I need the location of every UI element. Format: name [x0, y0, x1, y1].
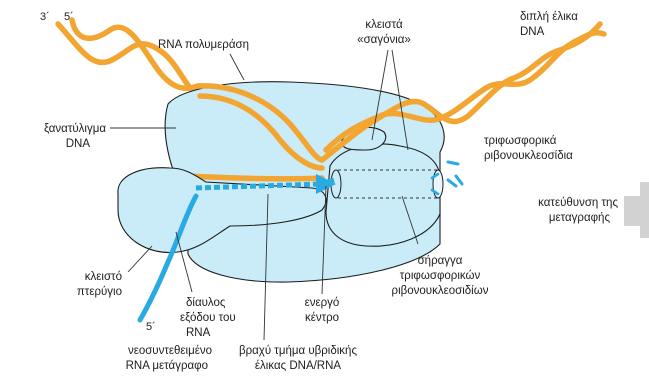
label-closed-flap-1: κλειστό	[85, 271, 122, 283]
label-rna-5prime: 5´	[146, 321, 156, 333]
label-tunnel-1: σήραγγα	[418, 255, 463, 267]
label-closed-jaws-1: κλειστά	[365, 19, 403, 31]
label-double-helix-1: διπλή έλικα	[520, 11, 578, 23]
label-tunnel-3: ριβονουκλεοσιδίων	[392, 285, 489, 297]
label-new-rna-1: νεοσυντεθειμένο	[128, 345, 212, 357]
label-closed-flap-2: πτερύγιο	[77, 286, 122, 298]
label-double-helix-2: DNA	[520, 26, 545, 38]
label-direction-2: μεταγραφής	[549, 212, 611, 224]
label-new-rna-2: RNA μετάγραφο	[126, 360, 208, 372]
label-exit-channel-2: εξόδου του	[180, 312, 236, 324]
label-rna-polymerase: RNA πολυμεράση	[158, 39, 249, 51]
label-active-site-2: κέντρο	[305, 312, 339, 324]
triphosphate-molecules	[448, 162, 462, 186]
label-tunnel-2: τριφωσφορικών	[400, 270, 481, 282]
label-exit-channel-3: RNA	[186, 327, 211, 339]
label-hybrid-1: βραχύ τμήμα υβριδικής	[239, 345, 357, 357]
label-triphosphates-1: τριφωσφορικά	[484, 135, 557, 147]
label-unwinding-1: ξανατύλιγμα	[44, 123, 106, 135]
label-hybrid-2: έλικας DNA/RNA	[255, 360, 342, 372]
dna-helix-left	[58, 20, 200, 96]
label-left-3prime: 3´	[40, 11, 50, 23]
label-left-5prime: 5´	[64, 11, 74, 23]
label-triphosphates-2: ριβονουκλεοσίδια	[484, 150, 573, 162]
jaw-right-lobe	[326, 144, 440, 246]
label-active-site-1: ενεργό	[305, 297, 340, 309]
direction-arrow	[624, 182, 649, 238]
label-closed-jaws-2: «σαγόνια»	[357, 34, 411, 46]
label-direction-1: κατεύθυνση της	[538, 197, 618, 209]
label-unwinding-2: DNA	[66, 138, 91, 150]
label-exit-channel-1: δίαυλος	[186, 297, 226, 309]
